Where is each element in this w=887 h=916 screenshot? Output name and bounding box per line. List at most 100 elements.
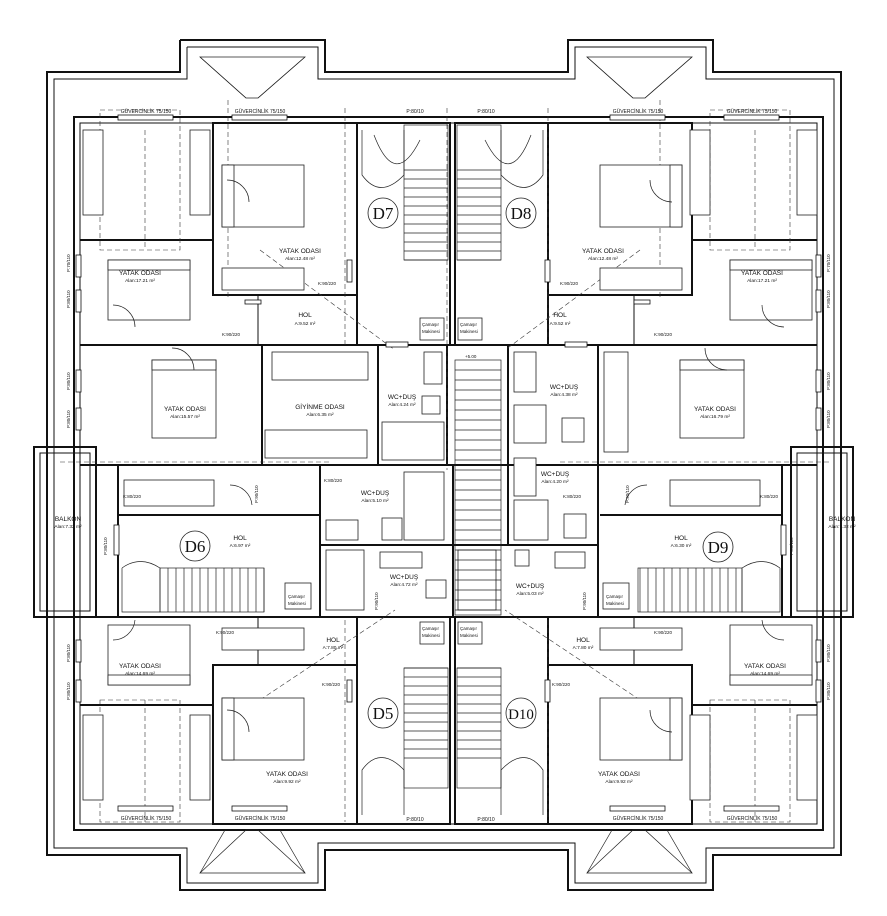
svg-text:WC+DUŞ: WC+DUŞ bbox=[550, 384, 579, 391]
svg-text:YATAK ODASI: YATAK ODASI bbox=[266, 771, 308, 778]
svg-text:WC+DUŞ: WC+DUŞ bbox=[361, 490, 390, 497]
svg-text:P:80/10: P:80/10 bbox=[477, 109, 494, 115]
svg-text:Alan:9.92 m²: Alan:9.92 m² bbox=[273, 779, 301, 785]
svg-text:Alan:6.35 m²: Alan:6.35 m² bbox=[306, 412, 334, 418]
svg-text:Alan:4.20 m²: Alan:4.20 m² bbox=[541, 479, 569, 485]
svg-text:HOL: HOL bbox=[233, 535, 247, 542]
svg-text:GÜVERCİNLİK 75/150: GÜVERCİNLİK 75/150 bbox=[121, 815, 172, 822]
svg-text:GÜVERCİNLİK 75/150: GÜVERCİNLİK 75/150 bbox=[727, 815, 778, 822]
svg-text:K:90/220: K:90/220 bbox=[216, 630, 235, 635]
laundry-labels: Çamaşır Makinesi Çamaşır Makinesi Çamaşı… bbox=[288, 322, 624, 638]
svg-text:YATAK ODASI: YATAK ODASI bbox=[582, 248, 624, 255]
bed-d8 bbox=[599, 164, 683, 228]
svg-text:P:80/110: P:80/110 bbox=[826, 682, 831, 700]
furniture bbox=[82, 129, 818, 801]
svg-text:Alan:5.03 m²: Alan:5.03 m² bbox=[516, 591, 544, 597]
svg-text:Alan:14.69 m²: Alan:14.69 m² bbox=[750, 671, 780, 677]
svg-text:P:90/110: P:90/110 bbox=[582, 592, 587, 610]
svg-text:Alan:4.72 m²: Alan:4.72 m² bbox=[390, 582, 418, 588]
svg-text:Alan:17.21 m²: Alan:17.21 m² bbox=[125, 278, 155, 284]
svg-text:D9: D9 bbox=[708, 538, 729, 557]
svg-text:P:80/110: P:80/110 bbox=[826, 372, 831, 390]
stair-treads bbox=[167, 169, 737, 759]
svg-text:BALKON: BALKON bbox=[55, 516, 82, 523]
svg-text:A:6.97 m²: A:6.97 m² bbox=[230, 543, 251, 549]
svg-text:P:90/110: P:90/110 bbox=[625, 485, 630, 503]
balcony-outlines bbox=[33, 446, 854, 618]
svg-text:Alan:5.10 m²: Alan:5.10 m² bbox=[361, 498, 389, 504]
apartment-tag-d10: D10 bbox=[505, 697, 537, 729]
svg-text:P:80/10: P:80/10 bbox=[406, 817, 423, 823]
svg-text:+5.00: +5.00 bbox=[465, 354, 477, 359]
svg-text:K:90/220: K:90/220 bbox=[560, 281, 579, 286]
svg-text:HOL: HOL bbox=[298, 312, 312, 319]
svg-text:D6: D6 bbox=[185, 537, 206, 556]
svg-text:P:80/110: P:80/110 bbox=[789, 537, 794, 555]
svg-text:P:80/110: P:80/110 bbox=[66, 372, 71, 390]
svg-text:GÜVERCİNLİK 75/150: GÜVERCİNLİK 75/150 bbox=[235, 815, 286, 822]
svg-text:P:80/10: P:80/10 bbox=[477, 817, 494, 823]
svg-text:GÜVERCİNLİK 75/150: GÜVERCİNLİK 75/150 bbox=[121, 108, 172, 115]
svg-text:K:90/220: K:90/220 bbox=[322, 682, 341, 687]
svg-text:P:70/110: P:70/110 bbox=[66, 254, 71, 272]
svg-text:HOL: HOL bbox=[326, 637, 340, 644]
apartment-tag-d5: D5 bbox=[367, 697, 399, 729]
svg-text:YATAK ODASI: YATAK ODASI bbox=[119, 663, 161, 670]
svg-text:WC+DUŞ: WC+DUŞ bbox=[388, 394, 417, 401]
svg-text:GİYİNME ODASI: GİYİNME ODASI bbox=[295, 402, 345, 411]
svg-text:K:90/220: K:90/220 bbox=[654, 332, 673, 337]
svg-text:Alan:16.79 m²: Alan:16.79 m² bbox=[700, 414, 730, 420]
svg-text:YATAK ODASI: YATAK ODASI bbox=[119, 270, 161, 277]
svg-text:GÜVERCİNLİK 75/150: GÜVERCİNLİK 75/150 bbox=[613, 108, 664, 115]
dashed-lines bbox=[60, 100, 830, 823]
svg-text:K:90/220: K:90/220 bbox=[318, 281, 337, 286]
svg-text:WC+DUŞ: WC+DUŞ bbox=[390, 574, 419, 581]
bed-d5 bbox=[221, 697, 305, 761]
svg-text:Makinesi: Makinesi bbox=[422, 329, 440, 334]
svg-text:K:90/220: K:90/220 bbox=[654, 630, 673, 635]
svg-text:Alan:12.48 m²: Alan:12.48 m² bbox=[588, 256, 618, 262]
svg-text:Alan:17.21 m²: Alan:17.21 m² bbox=[747, 278, 777, 284]
svg-text:D5: D5 bbox=[373, 704, 394, 723]
svg-text:WC+DUŞ: WC+DUŞ bbox=[541, 471, 570, 478]
svg-text:Makinesi: Makinesi bbox=[460, 329, 478, 334]
svg-text:HOL: HOL bbox=[674, 535, 688, 542]
svg-text:Alan:15.57 m²: Alan:15.57 m² bbox=[170, 414, 200, 420]
svg-text:A:9.52 m²: A:9.52 m² bbox=[550, 321, 571, 327]
bed-d9 bbox=[679, 359, 745, 439]
svg-text:P:70/110: P:70/110 bbox=[826, 254, 831, 272]
roof-hip-lines bbox=[199, 56, 693, 874]
svg-text:P:80/110: P:80/110 bbox=[66, 410, 71, 428]
svg-text:Alan:4.38 m²: Alan:4.38 m² bbox=[550, 392, 578, 398]
svg-text:Çamaşır: Çamaşır bbox=[288, 594, 306, 599]
svg-text:P:80/110: P:80/110 bbox=[66, 290, 71, 308]
svg-text:D8: D8 bbox=[511, 204, 532, 223]
window-annotations: GÜVERCİNLİK 75/150 GÜVERCİNLİK 75/150 GÜ… bbox=[66, 108, 831, 823]
bed-d6 bbox=[151, 359, 217, 439]
svg-text:Çamaşır: Çamaşır bbox=[606, 594, 624, 599]
svg-text:A:9.52 m²: A:9.52 m² bbox=[295, 321, 316, 327]
svg-text:Makinesi: Makinesi bbox=[422, 633, 440, 638]
bed-d10 bbox=[599, 697, 683, 761]
svg-text:K:80/220: K:80/220 bbox=[324, 478, 343, 483]
svg-text:Makinesi: Makinesi bbox=[606, 601, 624, 606]
svg-text:YATAK ODASI: YATAK ODASI bbox=[741, 270, 783, 277]
svg-text:Çamaşır: Çamaşır bbox=[460, 322, 478, 327]
apartment-tag-d7: D7 bbox=[367, 197, 399, 229]
svg-text:K:80/220: K:80/220 bbox=[760, 494, 779, 499]
svg-text:YATAK ODASI: YATAK ODASI bbox=[598, 771, 640, 778]
svg-text:P:80/110: P:80/110 bbox=[103, 537, 108, 555]
svg-text:YATAK ODASI: YATAK ODASI bbox=[694, 406, 736, 413]
svg-text:YATAK ODASI: YATAK ODASI bbox=[279, 248, 321, 255]
svg-text:Alan:12.48 m²: Alan:12.48 m² bbox=[285, 256, 315, 262]
svg-text:K:80/220: K:80/220 bbox=[563, 494, 582, 499]
svg-text:GÜVERCİNLİK 75/150: GÜVERCİNLİK 75/150 bbox=[727, 108, 778, 115]
svg-text:BALKON: BALKON bbox=[829, 516, 856, 523]
svg-text:Çamaşır: Çamaşır bbox=[460, 626, 478, 631]
svg-text:GÜVERCİNLİK 75/150: GÜVERCİNLİK 75/150 bbox=[613, 815, 664, 822]
svg-text:K:90/220: K:90/220 bbox=[552, 682, 571, 687]
svg-text:A:7.80 m²: A:7.80 m² bbox=[573, 645, 594, 651]
svg-text:Alan:9.92 m²: Alan:9.92 m² bbox=[605, 779, 633, 785]
apartment-tag-d8: D8 bbox=[505, 197, 537, 229]
